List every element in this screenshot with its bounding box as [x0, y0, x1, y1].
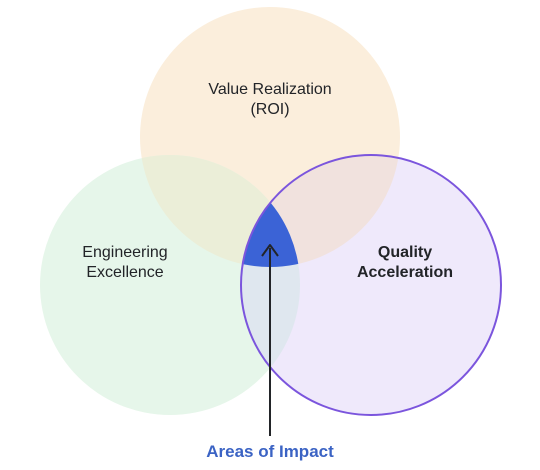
quality-acceleration-line-2: Acceleration	[356, 264, 454, 281]
value-realization-label: Value Realization (ROI)	[190, 80, 350, 120]
quality-acceleration-label: Quality Acceleration	[330, 243, 480, 283]
overlap-value-engineering	[140, 155, 300, 267]
value-realization-line-1: Value Realization	[208, 81, 332, 98]
value-realization-line-2: (ROI)	[250, 101, 290, 118]
engineering-excellence-line-2: Excellence	[86, 264, 164, 281]
engineering-excellence-label: Engineering Excellence	[55, 243, 195, 283]
areas-of-impact-label: Areas of Impact	[206, 442, 334, 461]
overlap-value-quality	[241, 155, 400, 267]
engineering-excellence-line-1: Engineering	[82, 244, 168, 261]
quality-acceleration-line-1: Quality	[377, 244, 433, 261]
quality-acceleration-outline	[240, 154, 502, 416]
impact-arrow-head	[261, 244, 279, 257]
